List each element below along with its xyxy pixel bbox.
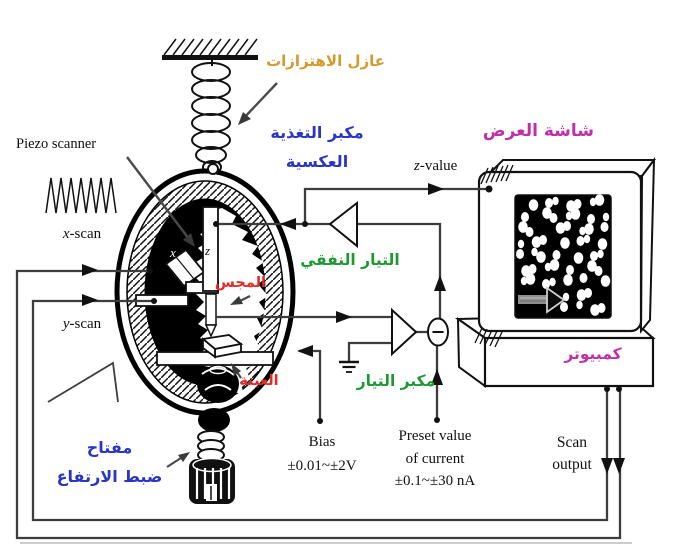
y-scan-label: y-scan: [62, 316, 102, 332]
height-adjust-screw: [189, 408, 235, 504]
height-switch-label: مفتاح ضبط الارتفاع: [56, 438, 163, 486]
scan-direction-arrow-icon: [546, 286, 566, 314]
scan-output-label: Scan output: [552, 434, 592, 474]
vibration-arrow: [241, 82, 278, 121]
probe-shank: [205, 293, 217, 326]
computer-case-front: [474, 327, 655, 388]
wire-y-scan-loop: [31, 299, 609, 522]
suspension-spring-icon: [191, 60, 231, 174]
signal-wires: [15, 187, 632, 544]
z-piezo-bar: [202, 206, 219, 292]
arrowheads: [82, 183, 625, 474]
feedback-amplifier-icon: [328, 200, 358, 249]
scan-waveform-icon: [45, 177, 117, 214]
ceiling-mount: [162, 38, 258, 60]
sample-holder: [197, 365, 239, 403]
wire-z-value: [303, 187, 487, 224]
z-value-label: z-value: [414, 158, 458, 174]
circuit-components: [328, 200, 449, 373]
wire-bias: [299, 349, 322, 421]
monitor-corner-hatch: [480, 164, 514, 185]
vibration-isolator-label: عازل الاهتزازات: [266, 52, 385, 70]
wire-ground-branch: [347, 341, 392, 361]
pointer-arrows: [126, 82, 278, 468]
sample-block: [200, 334, 244, 359]
tunneling-current-label: التيار النفقي: [300, 251, 400, 269]
preset-current-label: Preset value of current ±0.1~±30 nA: [394, 428, 476, 489]
monitor: [477, 156, 656, 334]
display-screen-label: شاشة العرض: [482, 121, 594, 141]
case-corner-hatch: [474, 327, 503, 348]
sample-label: العينة: [239, 373, 279, 389]
x-scan-label: x-scan: [62, 226, 102, 242]
probe-tip: [204, 324, 218, 338]
probe-label: المجس: [214, 275, 266, 291]
z-axis-letter: z: [204, 243, 210, 258]
piezo-scanner-label: Piezo scanner: [16, 136, 97, 152]
computer-label: كمبيوتر: [564, 345, 622, 363]
ground-icon: [339, 360, 359, 373]
current-amplifier-label: مكبر التيار: [356, 372, 436, 390]
wire-feedback-in: [357, 222, 442, 319]
scan-direction-bar: [518, 295, 548, 304]
pointer-lines: [47, 361, 119, 403]
feedback-amplifier-label: مكبر التغذية العكسية: [270, 123, 364, 171]
x-axis-letter: x: [169, 245, 176, 260]
junction-dots: [147, 185, 622, 424]
stm-body: x z: [114, 163, 296, 416]
bias-label: Bias ±0.01~±2V: [287, 434, 357, 474]
piezo-scanner-arrow: [126, 156, 190, 240]
atom-dots-image: [516, 194, 611, 316]
current-amplifier-icon: [391, 307, 418, 357]
wire-x-scan-loop: [15, 269, 622, 540]
